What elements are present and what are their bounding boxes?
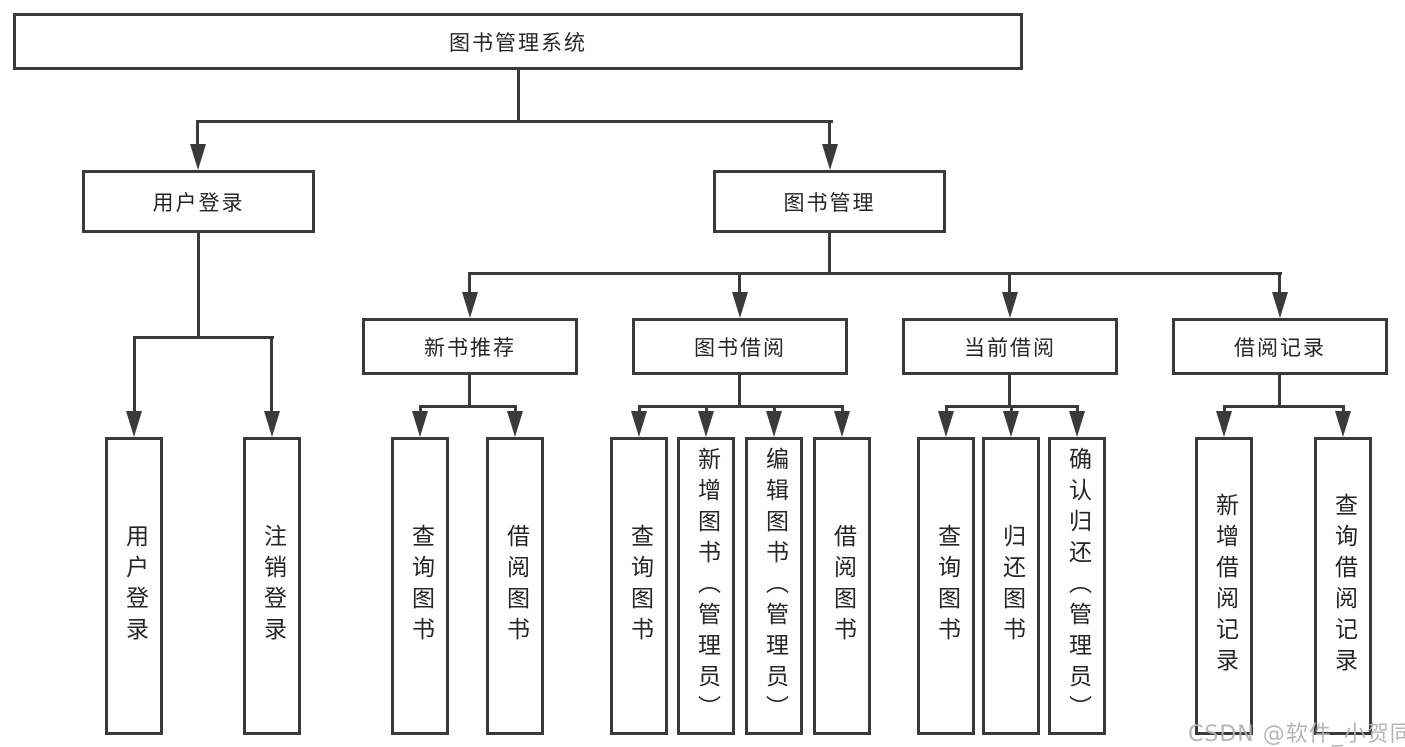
- node-book-borrow-label: 图书借阅: [694, 335, 786, 360]
- arrow-down-current-borrow: [1002, 292, 1018, 318]
- connector-to-leaf-return-book: [1010, 405, 1013, 413]
- arrow-down-leaf-query-book-3: [938, 411, 954, 437]
- connector-to-leaf-borrow-book-1: [514, 405, 517, 413]
- node-leaf-query-book-1-label: 查询图书: [407, 524, 434, 648]
- node-leaf-edit-book: 编辑图书（管理员）: [745, 437, 803, 735]
- node-leaf-logout: 注销登录: [243, 437, 301, 735]
- node-leaf-query-book-1: 查询图书: [391, 437, 449, 735]
- node-book-management-label: 图书管理: [783, 190, 876, 215]
- connector-root-to-user-login: [196, 120, 199, 146]
- node-book-management: 图书管理: [713, 170, 946, 233]
- connector-root-branch: [197, 120, 833, 123]
- node-user-login: 用户登录: [82, 170, 315, 233]
- connector-to-leaf-edit-book: [773, 405, 776, 413]
- node-new-book-recommend: 新书推荐: [362, 318, 578, 375]
- connector-to-new-book-recommend: [468, 272, 471, 294]
- arrow-down-leaf-logout: [264, 411, 280, 437]
- node-root: 图书管理系统: [13, 13, 1023, 70]
- connector-borrow-records-branch: [1223, 405, 1345, 408]
- node-leaf-borrow-book-1: 借阅图书: [486, 437, 544, 735]
- arrow-down-leaf-confirm-return: [1069, 411, 1085, 437]
- node-leaf-user-login: 用户登录: [105, 437, 163, 735]
- node-new-book-recommend-label: 新书推荐: [424, 335, 516, 360]
- connector-to-book-borrow: [738, 272, 741, 294]
- connector-new-book-recommend-branch: [419, 405, 517, 408]
- node-borrow-records-label: 借阅记录: [1234, 335, 1326, 360]
- node-leaf-query-book-2: 查询图书: [610, 437, 668, 735]
- arrow-down-user-login: [190, 144, 206, 170]
- node-leaf-query-book-3-label: 查询图书: [933, 524, 960, 648]
- connector-new-book-recommend-stem: [468, 375, 471, 405]
- connector-to-leaf-borrow-book-2: [841, 405, 844, 413]
- node-leaf-borrow-book-2: 借阅图书: [813, 437, 871, 735]
- node-leaf-query-book-2-label: 查询图书: [626, 524, 653, 648]
- node-leaf-add-borrow-record-label: 新增借阅记录: [1211, 493, 1238, 679]
- arrow-down-borrow-records: [1272, 292, 1288, 318]
- connector-to-leaf-add-book: [705, 405, 708, 413]
- node-leaf-user-login-label: 用户登录: [121, 524, 148, 648]
- node-leaf-add-borrow-record: 新增借阅记录: [1195, 437, 1253, 735]
- node-leaf-logout-label: 注销登录: [259, 524, 286, 648]
- arrow-down-leaf-query-borrow-record: [1335, 411, 1351, 437]
- connector-to-leaf-user-login: [133, 336, 136, 413]
- node-leaf-edit-book-label: 编辑图书（管理员）: [761, 446, 788, 726]
- connector-root-to-book-management: [828, 120, 831, 146]
- csdn-watermark: CSDN @软件_小贺同学: [1188, 722, 1405, 747]
- connector-to-leaf-logout: [270, 336, 273, 413]
- arrow-down-new-book-recommend: [462, 292, 478, 318]
- connector-to-borrow-records: [1278, 272, 1281, 294]
- connector-book-borrow-stem: [738, 375, 741, 405]
- arrow-down-book-management: [822, 144, 838, 170]
- node-leaf-return-book: 归还图书: [982, 437, 1040, 735]
- arrow-down-leaf-add-book: [698, 411, 714, 437]
- arrow-down-leaf-query-book-2: [631, 411, 647, 437]
- connector-user-login-stem: [197, 233, 200, 336]
- connector-to-leaf-confirm-return: [1076, 405, 1079, 413]
- node-root-label: 图书管理系统: [449, 30, 587, 55]
- arrow-down-leaf-add-borrow-record: [1216, 411, 1232, 437]
- node-leaf-return-book-label: 归还图书: [998, 524, 1025, 648]
- arrow-down-leaf-query-book-1: [412, 411, 428, 437]
- arrow-down-book-borrow: [732, 292, 748, 318]
- node-leaf-query-borrow-record-label: 查询借阅记录: [1330, 493, 1357, 679]
- connector-book-management-branch: [469, 272, 1282, 275]
- arrow-down-leaf-edit-book: [766, 411, 782, 437]
- node-user-login-label: 用户登录: [152, 190, 245, 215]
- arrow-down-leaf-return-book: [1003, 411, 1019, 437]
- connector-current-borrow-stem: [1008, 375, 1011, 405]
- connector-user-login-branch: [133, 336, 274, 339]
- node-leaf-borrow-book-2-label: 借阅图书: [829, 524, 856, 648]
- connector-borrow-records-stem: [1278, 375, 1281, 405]
- arrow-down-leaf-borrow-book-1: [507, 411, 523, 437]
- node-leaf-query-book-3: 查询图书: [917, 437, 975, 735]
- node-current-borrow: 当前借阅: [902, 318, 1118, 375]
- arrow-down-leaf-borrow-book-2: [834, 411, 850, 437]
- node-leaf-confirm-return-label: 确认归还（管理员）: [1064, 446, 1091, 726]
- connector-to-leaf-query-book-1: [419, 405, 422, 413]
- node-leaf-add-book: 新增图书（管理员）: [677, 437, 735, 735]
- node-leaf-confirm-return: 确认归还（管理员）: [1048, 437, 1106, 735]
- connector-to-leaf-add-borrow-record: [1223, 405, 1226, 413]
- connector-to-current-borrow: [1008, 272, 1011, 294]
- arrow-down-leaf-user-login: [126, 411, 142, 437]
- node-leaf-borrow-book-1-label: 借阅图书: [502, 524, 529, 648]
- connector-to-leaf-query-book-2: [638, 405, 641, 413]
- node-current-borrow-label: 当前借阅: [964, 335, 1056, 360]
- node-leaf-add-book-label: 新增图书（管理员）: [693, 446, 720, 726]
- connector-book-borrow-branch: [638, 405, 844, 408]
- connector-book-management-stem: [828, 233, 831, 274]
- node-borrow-records: 借阅记录: [1172, 318, 1388, 375]
- connector-to-leaf-query-book-3: [945, 405, 948, 413]
- node-leaf-query-borrow-record: 查询借阅记录: [1314, 437, 1372, 735]
- connector-to-leaf-query-borrow-record: [1342, 405, 1345, 413]
- connector-root-stem: [517, 70, 520, 120]
- node-book-borrow: 图书借阅: [632, 318, 848, 375]
